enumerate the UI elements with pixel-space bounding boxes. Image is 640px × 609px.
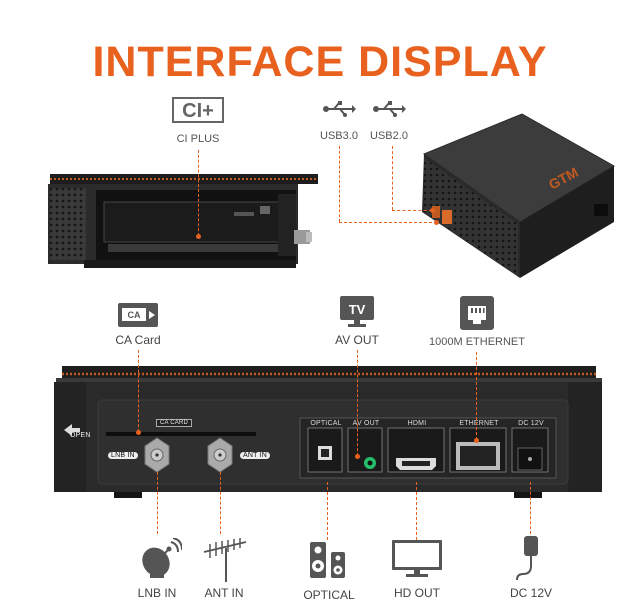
usb3-label: USB3.0	[320, 130, 358, 142]
dc-bottom-line	[530, 482, 531, 534]
open-label: OPEN	[70, 432, 91, 439]
optical-bottom-line	[327, 482, 328, 540]
dc12v-port-label: DC 12V	[518, 420, 544, 427]
usb2-callout-line	[392, 146, 393, 210]
page-title: INTERFACE DISPLAY	[92, 38, 548, 86]
ethernet-port-label: ETHERNET	[459, 420, 499, 427]
device-angled-view: GTM	[410, 112, 620, 293]
ca-card-icon: CA	[118, 303, 158, 332]
ethernet-callout-line	[476, 352, 477, 440]
lnb-in-port-label: LNB IN	[108, 452, 138, 459]
ca-card-label: CA Card	[115, 333, 161, 347]
usb3-icon	[322, 100, 356, 123]
ci-callout-dot	[196, 234, 201, 239]
power-adapter-icon	[514, 534, 544, 587]
ci-callout-line	[198, 150, 199, 236]
ci-plus-icon-text: CI+	[182, 100, 214, 122]
ci-plus-icon: CI+	[172, 97, 224, 128]
usb3-callout-line	[339, 146, 340, 222]
hd-out-bottom-label: HD OUT	[394, 586, 440, 600]
tv-icon-text: TV	[349, 302, 366, 317]
device-side-view	[48, 168, 318, 277]
dc12v-bottom-label: DC 12V	[509, 586, 553, 600]
optical-bottom-label: OPTICAL	[303, 588, 355, 602]
ci-plus-label: CI PLUS	[176, 133, 220, 145]
usb2-icon	[372, 100, 406, 123]
tv-icon: TV	[340, 296, 374, 333]
lnb-in-bottom-label: LNB IN	[137, 586, 177, 600]
av-out-label: AV OUT	[335, 333, 379, 347]
monitor-icon	[392, 540, 442, 583]
device-rear-panel	[54, 364, 602, 505]
hdmi-bottom-line	[416, 482, 417, 540]
satellite-dish-icon	[140, 537, 183, 587]
ethernet-icon	[460, 296, 494, 335]
usb2-label: USB2.0	[370, 130, 408, 142]
hdmi-port-label: HDMI	[407, 420, 427, 427]
speaker-icon	[310, 542, 348, 583]
ant-in-bottom-label: ANT IN	[204, 586, 244, 600]
ca-card-icon-text: CA	[128, 310, 141, 320]
ethernet-label: 1000M ETHERNET	[429, 336, 525, 348]
antenna-icon	[202, 538, 248, 587]
ant-bottom-line	[220, 472, 221, 534]
optical-port-label: OPTICAL	[310, 420, 342, 427]
ca-card-slot-label: CA CARD	[156, 419, 193, 427]
av-out-port-label: AV OUT	[352, 420, 380, 427]
ant-in-port-label: ANT IN	[240, 452, 271, 459]
av-callout-line	[357, 350, 358, 456]
lnb-bottom-line	[157, 472, 158, 534]
ca-callout-line	[138, 350, 139, 432]
